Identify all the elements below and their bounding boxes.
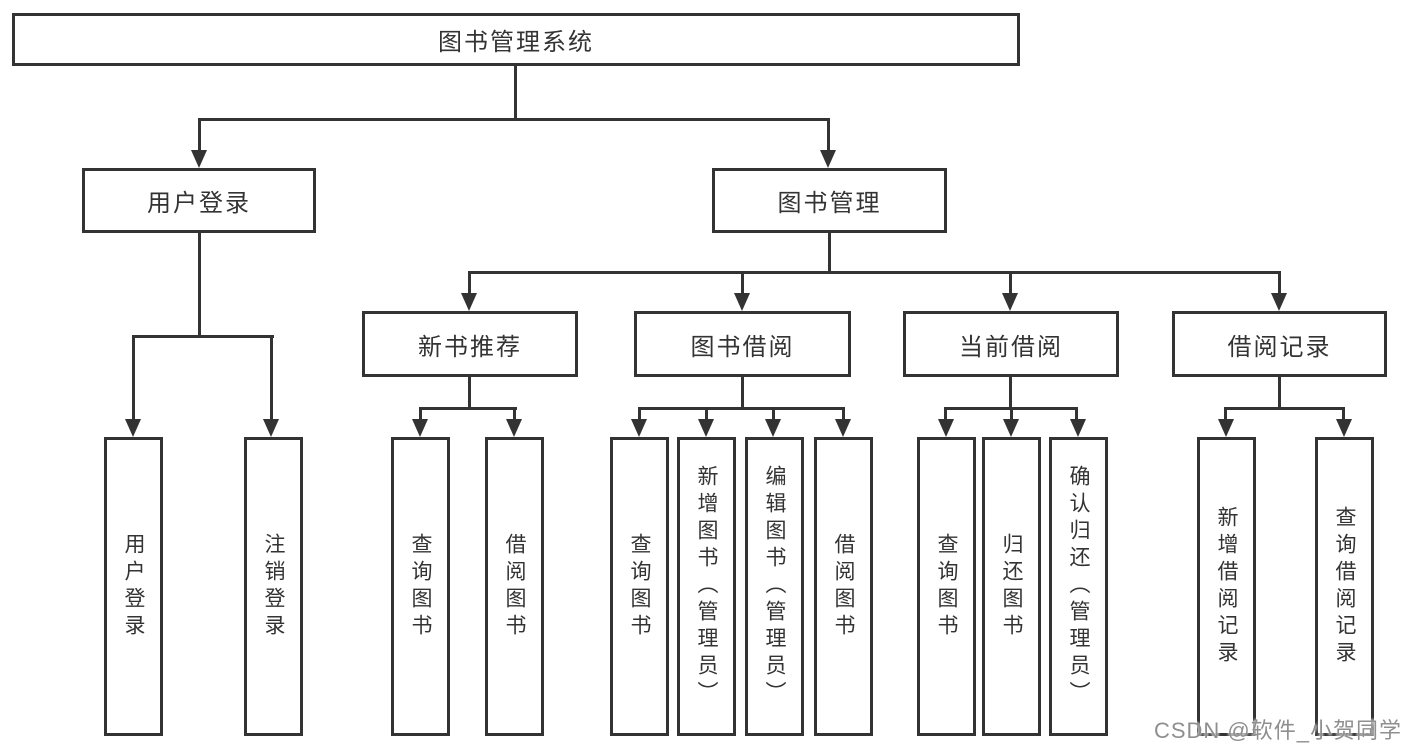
connector-line: [1009, 377, 1012, 410]
connector-line: [741, 377, 744, 410]
connector-line: [514, 66, 517, 121]
down-arrowhead-icon: [412, 419, 428, 437]
connector-line: [1009, 271, 1012, 297]
leaf-query-books-current: 查询图书: [917, 437, 976, 736]
connector-line: [638, 407, 844, 410]
leaf-add-book-admin: 新增图书（管理员）: [677, 437, 736, 736]
node-user-login: 用户登录: [82, 168, 316, 233]
connector-line: [842, 407, 845, 421]
down-arrowhead-icon: [734, 293, 750, 311]
connector-line: [468, 271, 471, 297]
leaf-borrow-books-recommend: 借阅图书: [485, 437, 544, 736]
leaf-borrow-books-borrowing: 借阅图书: [814, 437, 873, 736]
connector-line: [198, 233, 201, 338]
leaf-query-borrow-record: 查询借阅记录: [1315, 437, 1374, 736]
connector-line: [1278, 377, 1281, 410]
node-root-library-system: 图书管理系统: [12, 13, 1020, 66]
down-arrowhead-icon: [631, 419, 647, 437]
connector-line: [468, 377, 471, 410]
node-current-borrowing: 当前借阅: [903, 311, 1119, 377]
down-arrowhead-icon: [1070, 419, 1086, 437]
down-arrowhead-icon: [1218, 419, 1234, 437]
connector-line: [705, 407, 708, 421]
connector-line: [1075, 407, 1078, 421]
connector-line: [513, 407, 516, 421]
connector-line: [132, 335, 135, 419]
node-book-borrowing: 图书借阅: [634, 311, 851, 377]
connector-line: [827, 118, 830, 156]
connector-line: [944, 407, 947, 421]
connector-line: [638, 407, 641, 421]
down-arrowhead-icon: [835, 419, 851, 437]
down-arrowhead-icon: [506, 419, 522, 437]
node-book-management: 图书管理: [712, 168, 947, 233]
down-arrowhead-icon: [938, 419, 954, 437]
down-arrowhead-icon: [1002, 293, 1018, 311]
connector-line: [1010, 407, 1013, 421]
connector-line: [419, 407, 422, 421]
leaf-query-books-borrowing: 查询图书: [610, 437, 669, 736]
down-arrowhead-icon: [1271, 293, 1287, 311]
connector-line: [1342, 407, 1345, 421]
leaf-user-login: 用户登录: [104, 437, 163, 736]
connector-line: [419, 407, 517, 410]
leaf-add-borrow-record: 新增借阅记录: [1197, 437, 1256, 736]
node-new-book-recommend: 新书推荐: [362, 311, 578, 377]
connector-line: [1278, 271, 1281, 297]
down-arrowhead-icon: [191, 150, 207, 168]
connector-line: [270, 335, 273, 419]
down-arrowhead-icon: [461, 293, 477, 311]
connector-line: [1224, 407, 1227, 421]
connector-line: [741, 271, 744, 297]
connector-line: [198, 118, 201, 156]
leaf-edit-book-admin: 编辑图书（管理员）: [745, 437, 804, 736]
leaf-query-books-recommend: 查询图书: [391, 437, 450, 736]
leaf-logout: 注销登录: [244, 437, 303, 736]
connector-line: [828, 233, 831, 274]
connector-line: [772, 407, 775, 421]
connector-line: [468, 271, 1280, 274]
csdn-watermark: CSDN @软件_小贺同学: [1153, 718, 1402, 743]
down-arrowhead-icon: [698, 419, 714, 437]
down-arrowhead-icon: [765, 419, 781, 437]
down-arrowhead-icon: [820, 150, 836, 168]
leaf-return-book: 归还图书: [982, 437, 1041, 736]
connector-line: [132, 335, 274, 338]
node-borrowing-records: 借阅记录: [1172, 311, 1387, 377]
down-arrowhead-icon: [1003, 419, 1019, 437]
down-arrowhead-icon: [1336, 419, 1352, 437]
down-arrowhead-icon: [125, 419, 141, 437]
down-arrowhead-icon: [263, 419, 279, 437]
connector-line: [1224, 407, 1344, 410]
connector-line: [198, 118, 830, 121]
leaf-confirm-return-admin: 确认归还（管理员）: [1049, 437, 1108, 736]
